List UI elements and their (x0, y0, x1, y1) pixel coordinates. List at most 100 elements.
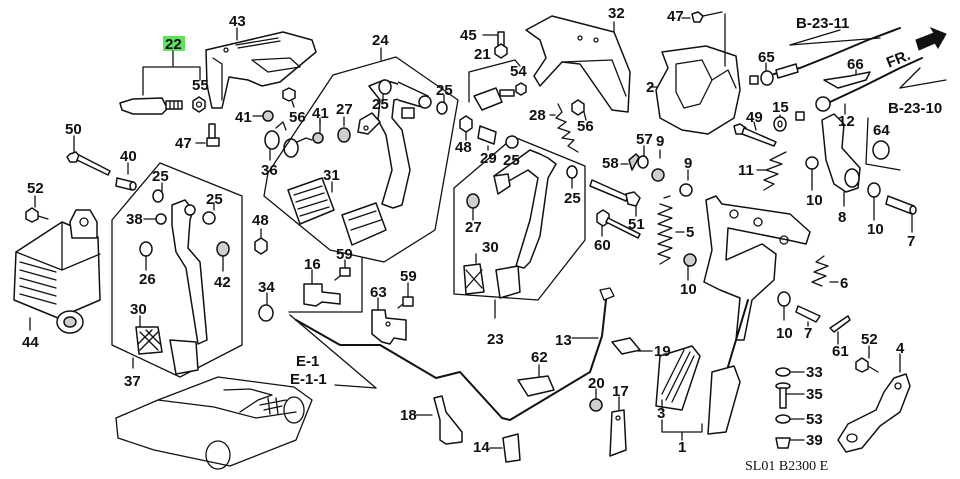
part-39-nut[interactable] (775, 437, 805, 449)
part-34-grommet[interactable] (258, 292, 274, 322)
part-7-collar-a[interactable] (885, 195, 917, 233)
part-48-nut-a[interactable] (254, 228, 268, 255)
part-66-clip[interactable] (823, 69, 871, 89)
callout-44: 44 (22, 334, 39, 351)
callout-48: 48 (455, 139, 472, 156)
part-10-bushing-a[interactable] (683, 253, 697, 281)
part-6-spring[interactable] (811, 255, 839, 287)
part-33-clip[interactable] (775, 367, 805, 377)
reference-b-23-10: B-23-10 (888, 100, 942, 117)
highlight-box (163, 36, 185, 51)
part-45-bolt[interactable] (482, 31, 508, 59)
part-22-switch[interactable] (119, 36, 206, 115)
part-17-bracket[interactable] (609, 396, 627, 457)
part-59-bolt-b[interactable] (397, 282, 414, 309)
part-48-nut-b[interactable] (459, 115, 473, 141)
part-13-cable[interactable] (295, 287, 615, 421)
part-62-pad[interactable] (517, 364, 555, 397)
part-25-bushing-f[interactable] (566, 165, 578, 189)
part-49-bolt[interactable] (733, 121, 777, 147)
part-52-bolt-a[interactable] (25, 195, 49, 223)
part-25-bushing-c[interactable] (378, 79, 392, 102)
callout-7: 7 (907, 233, 915, 250)
part-47-bolt-b[interactable] (681, 11, 723, 23)
part-25-bushing-d[interactable] (436, 94, 448, 115)
part-50-bolt[interactable] (66, 135, 111, 176)
part-41-clip-a[interactable] (252, 110, 274, 122)
part-8-bracket[interactable] (821, 113, 861, 207)
callout-10: 10 (867, 221, 884, 238)
part-5-spring[interactable] (657, 195, 685, 265)
part-51-bolt[interactable] (589, 179, 641, 217)
callout-60: 60 (594, 237, 611, 254)
part-40-sleeve[interactable] (115, 162, 137, 191)
part-26-stopper[interactable] (139, 241, 153, 271)
part-10-bushing-b[interactable] (805, 156, 819, 191)
diagram-code: SL01 B2300 E (745, 459, 828, 474)
part-15-grommet[interactable] (773, 114, 787, 132)
part-47-bolt-a[interactable] (195, 123, 220, 147)
part-25-bushing-b[interactable] (202, 202, 216, 225)
callout-14: 14 (473, 439, 490, 456)
part-19-clip[interactable] (611, 337, 653, 355)
callout-61: 61 (832, 343, 849, 360)
part-10-bushing-c[interactable] (867, 182, 881, 221)
part-58-pin[interactable] (620, 153, 640, 171)
callout-36: 36 (261, 162, 278, 179)
callout-21: 21 (474, 46, 491, 63)
part-65-cable[interactable] (749, 27, 901, 86)
part-14-clip[interactable] (489, 433, 521, 463)
part-64-cap[interactable] (865, 117, 901, 171)
part-23-pedal-group[interactable] (453, 136, 586, 319)
part-41-clip-b[interactable] (312, 119, 324, 144)
callout-3: 3 (657, 405, 665, 422)
part-57-washer[interactable] (637, 145, 649, 169)
part-53-nut[interactable] (775, 414, 805, 424)
part-9-bushing-b[interactable] (679, 169, 693, 197)
callout-40: 40 (120, 148, 137, 165)
callout-9: 9 (684, 155, 692, 172)
part-31-pedal-pad[interactable] (287, 177, 335, 225)
part-27-nut-b[interactable] (466, 193, 480, 221)
part-4-bracket[interactable] (837, 353, 911, 453)
part-32-bracket[interactable] (525, 15, 631, 113)
part-56-nut-b[interactable] (571, 99, 587, 121)
part-63-bracket[interactable] (371, 297, 407, 345)
part-20-nut[interactable] (589, 388, 603, 412)
part-21-switch[interactable] (468, 59, 521, 111)
part-54-nut[interactable] (515, 82, 527, 96)
part-9-bushing-a[interactable] (651, 149, 665, 182)
callout-25: 25 (152, 168, 169, 185)
part-35-bolt[interactable] (775, 382, 805, 409)
callout-22: 22 (165, 36, 182, 53)
part-27-nut-a[interactable] (337, 116, 351, 143)
part-52-bolt-b[interactable] (855, 345, 879, 373)
part-11-spring[interactable] (756, 151, 787, 191)
callout-labels: 22 43 55 56 41 41 36 47 50 40 52 44 25 2… (22, 5, 942, 474)
part-18-bracket[interactable] (415, 395, 463, 445)
callout-52: 52 (861, 331, 878, 348)
part-7-collar-b[interactable] (795, 305, 821, 327)
part-28-spring[interactable] (549, 103, 579, 153)
part-25-bushing-e[interactable] (505, 135, 519, 149)
part-16-bracket[interactable] (288, 257, 363, 313)
part-29-collar[interactable] (477, 125, 497, 151)
part-1-accelerator-pedal[interactable] (655, 195, 811, 441)
part-10-bushing-d[interactable] (777, 291, 791, 321)
callout-25: 25 (372, 96, 389, 113)
callout-35: 35 (806, 386, 823, 403)
part-56-nut-a[interactable] (282, 87, 296, 108)
part-38-pin[interactable] (143, 213, 167, 225)
part-25-bushing-a[interactable] (152, 182, 164, 203)
part-60-bolt[interactable] (596, 209, 641, 239)
part-24-brake-pedal-group[interactable] (263, 47, 459, 263)
part-61-pin[interactable] (829, 315, 851, 345)
part-12-cable[interactable] (795, 57, 923, 121)
part-42-nut[interactable] (216, 241, 230, 272)
part-43-bracket[interactable] (205, 27, 317, 109)
part-59-bolt-a[interactable] (334, 259, 351, 281)
reference-e1: E-1 (296, 353, 319, 370)
part-44-reservoir[interactable] (13, 209, 101, 334)
part-2-housing[interactable] (649, 13, 741, 135)
part-37-clutch-pedal[interactable] (111, 162, 243, 378)
